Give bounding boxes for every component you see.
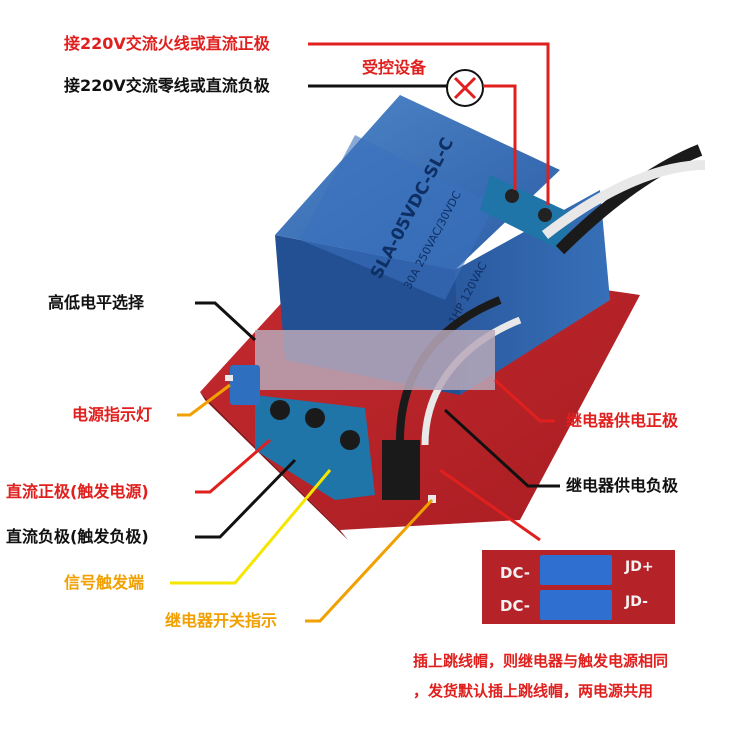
label-dc-minus-trigger: 直流负极(触发负极) [6, 527, 149, 546]
line-relay-supply-minus [443, 408, 560, 488]
input-screw-2 [305, 408, 325, 428]
line-live [308, 42, 550, 205]
line-device-to-terminal [483, 84, 517, 190]
line-dc-plus [195, 438, 271, 494]
note-line-1: 插上跳线帽，则继电器与触发电源相同 [413, 652, 669, 670]
note-line-2: ，发货默认插上跳线帽，两电源共用 [413, 682, 654, 700]
label-power-indicator: 电源指示灯 [72, 405, 153, 424]
label-signal-trigger: 信号触发端 [64, 573, 145, 592]
inset-dc-top: DC- [500, 564, 530, 582]
line-power-indicator [177, 383, 231, 417]
relay-front-panel [300, 135, 495, 300]
line-relay-supply-plus [493, 378, 555, 423]
label-dc-plus-trigger: 直流正极(触发电源) [6, 482, 149, 501]
output-screw-2 [538, 208, 552, 222]
label-level-select: 高低电平选择 [48, 293, 145, 312]
line-signal [170, 469, 332, 585]
label-live-ac-dc-plus: 接220V交流火线或直流正极 [64, 34, 270, 53]
label-relay-supply-plus: 继电器供电正极 [566, 411, 679, 430]
jumper-cap-bottom [540, 590, 612, 620]
line-dc-minus [195, 458, 297, 539]
label-relay-supply-minus: 继电器供电负极 [566, 476, 679, 495]
cable-black [555, 144, 703, 255]
level-select-jumper [230, 365, 260, 405]
controlled-device-x-b [453, 76, 477, 100]
input-screw-3 [340, 430, 360, 450]
label-controlled-device: 受控设备 [362, 58, 427, 77]
line-level-select [195, 301, 257, 342]
input-screw-1 [270, 400, 290, 420]
relay-status-led [428, 495, 436, 503]
pcb-edge [200, 392, 348, 540]
label-relay-switch-indicator: 继电器开关指示 [165, 611, 278, 630]
blurred-region [255, 330, 495, 390]
inset-jd-plus: JD+ [624, 559, 654, 575]
cable-white [541, 160, 706, 239]
line-relay-switch [305, 498, 434, 623]
input-terminal-block [255, 395, 375, 500]
power-led [225, 375, 233, 381]
pin-header [382, 440, 420, 500]
output-screw-1 [505, 189, 519, 203]
label-neutral-ac-dc-minus: 接220V交流零线或直流负极 [64, 76, 270, 95]
inset-jd-minus: JD- [624, 594, 648, 610]
line-jumper-inset [439, 468, 541, 542]
inset-dc-bottom: DC- [500, 597, 530, 615]
jumper-cap-top [540, 555, 612, 585]
